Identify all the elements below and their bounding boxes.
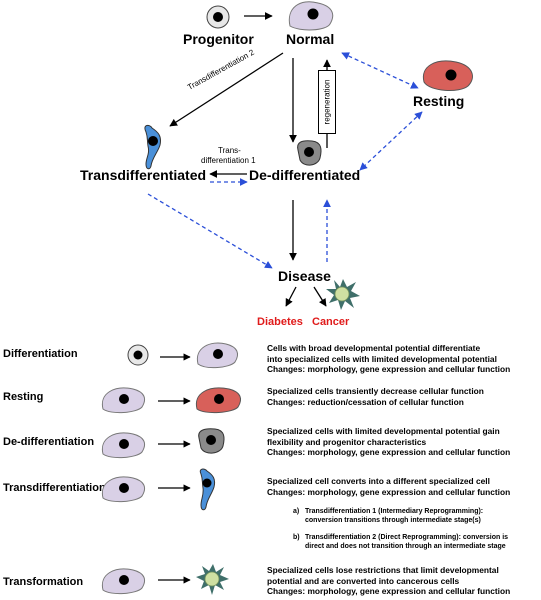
description-line: potential and are converted into cancero…: [267, 575, 460, 586]
subitem-line: direct and does not transition through a…: [305, 543, 506, 550]
arrow-disease-cancer: [313, 286, 327, 307]
normal-cell-icon: [196, 342, 239, 369]
regeneration-box: regeneration: [318, 70, 336, 134]
description-line: Changes: morphology, gene expression and…: [267, 364, 511, 374]
description-line: Specialized cell converts into a differe…: [267, 476, 490, 486]
row-description: Specialized cell converts into a differe…: [267, 476, 539, 497]
cancer-cell-icon: [196, 564, 229, 595]
node-resting-label: Resting: [413, 93, 465, 109]
subitem-transdifferentiation-2: b) Transdifferentiation 2 (Direct Reprogr…: [293, 533, 538, 551]
node-diabetes-label: Diabetes: [257, 316, 303, 328]
subitem-transdifferentiation-1: a) Transdifferentiation 1 (Intermediary R…: [293, 507, 538, 525]
dedifferentiated-cell-icon: [297, 140, 322, 166]
node-progenitor-label: Progenitor: [183, 31, 254, 47]
normal-cell-icon: [288, 1, 334, 31]
transdifferentiated-cell-icon: [199, 468, 216, 511]
node-normal-label: Normal: [286, 31, 335, 47]
arrow-normal-resting: [341, 52, 419, 89]
description-line: Specialized cells with limited developme…: [267, 426, 500, 436]
normal-cell-icon: [101, 387, 146, 414]
subitem-line: Transdifferentiation 1 (Intermediary Rep…: [305, 508, 484, 515]
edge-transdifferentiation-1-label-line2: differentiation 1: [201, 156, 256, 165]
subitem-line: Transdifferentiation 2 (Direct Reprogram…: [305, 534, 509, 541]
edge-transdifferentiation-1-label-line1: Trans-: [218, 146, 241, 155]
description-line: Changes: reduction/cessation of cellular…: [267, 396, 464, 407]
description-line: into specialized cells with limited deve…: [267, 353, 497, 364]
arrow-trans-disease: [147, 193, 273, 269]
node-cancer-label: Cancer: [312, 316, 350, 328]
normal-cell-icon: [101, 432, 146, 459]
edge-regeneration-label: regeneration: [322, 79, 332, 125]
description-line: Changes: morphology, gene expression and…: [267, 447, 511, 457]
resting-illustration: [101, 387, 242, 414]
transdifferentiated-cell-icon: [144, 124, 161, 170]
differentiation-illustration: [127, 342, 239, 369]
dedifferentiated-cell-icon: [198, 428, 225, 454]
cancer-cell-icon: [326, 279, 360, 310]
description-line: Cells with broad developmental potential…: [267, 343, 481, 353]
normal-cell-icon: [101, 476, 146, 503]
arrow-resting-dedifferentiated: [359, 111, 423, 171]
description-line: Specialized cells transiently decrease c…: [267, 386, 484, 396]
node-transdifferentiated-label: Transdifferentiated: [80, 167, 207, 183]
progenitor-cell-icon: [127, 344, 149, 366]
resting-cell-icon: [195, 387, 242, 414]
progenitor-cell-icon: [206, 5, 230, 29]
arrow-transdifferentiation-2: [169, 52, 284, 127]
transdifferentiation-illustration: [101, 468, 216, 511]
subitem-key: b): [293, 534, 300, 541]
row-description: Specialized cells transiently decrease c…: [267, 386, 539, 407]
subitem-line: conversion transitions through intermedi…: [305, 517, 481, 524]
row-description: Specialized cells lose restrictions that…: [267, 565, 539, 597]
dedifferentiation-illustration: [101, 428, 225, 459]
row-description: Cells with broad developmental potential…: [267, 343, 539, 375]
description-line: Specialized cells lose restrictions that…: [267, 565, 499, 575]
transformation-illustration: [101, 564, 229, 595]
description-line: Changes: morphology, gene expression and…: [267, 586, 511, 596]
subitem-key: a): [293, 508, 300, 515]
arrow-disease-diabetes: [285, 286, 297, 307]
row-title: Differentiation: [3, 348, 78, 360]
resting-cell-icon: [422, 60, 473, 91]
row-title: De-differentiation: [3, 436, 95, 448]
cell-state-diagram: [144, 1, 473, 310]
description-line: Changes: morphology, gene expression and…: [267, 486, 511, 497]
row-title: Resting: [3, 391, 44, 403]
row-description: Specialized cells with limited developme…: [267, 426, 539, 458]
row-title: Transformation: [3, 576, 84, 588]
row-title: Transdifferentiation: [3, 482, 106, 494]
description-line: flexibility and progenitor characteristi…: [267, 436, 427, 447]
normal-cell-icon: [101, 568, 146, 595]
node-dedifferentiated-label: De-differentiated: [249, 167, 361, 183]
node-disease-label: Disease: [278, 268, 331, 284]
